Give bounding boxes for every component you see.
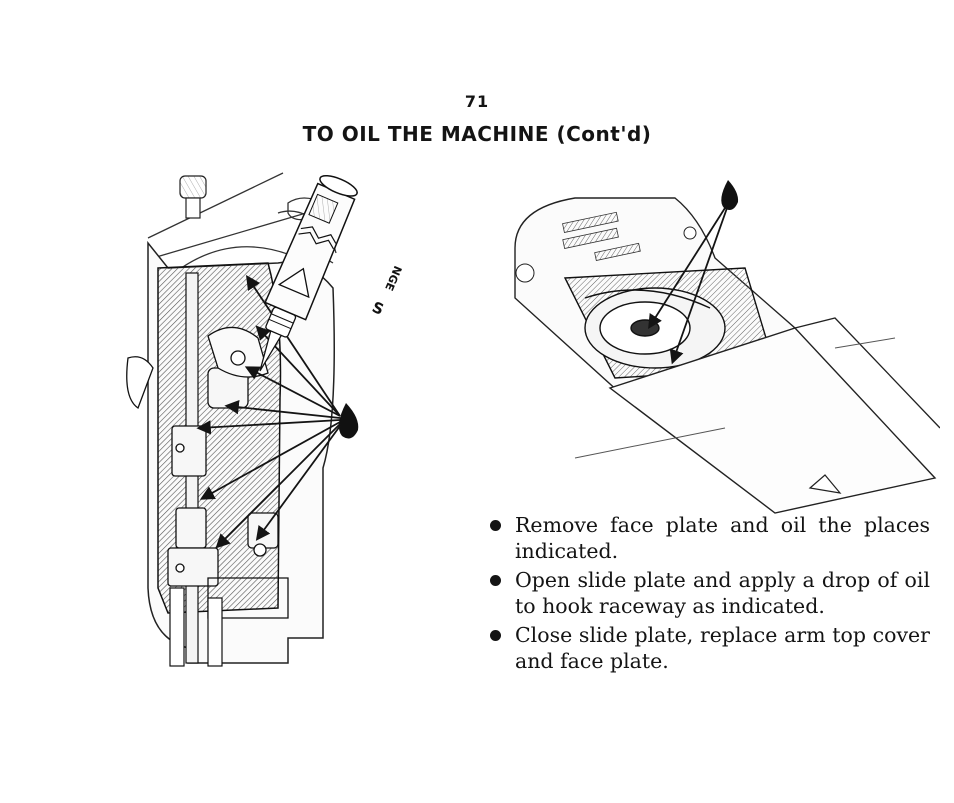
instruction-item: Close slide plate, replace arm top cover… bbox=[490, 622, 930, 674]
bed-edge bbox=[794, 317, 940, 429]
thumb-screw bbox=[179, 175, 207, 219]
lower-rods bbox=[169, 587, 223, 667]
bullet-icon bbox=[490, 630, 501, 641]
instruction-text: Remove face plate and oil the places ind… bbox=[515, 513, 930, 563]
take-up-lever bbox=[126, 326, 269, 409]
instruction-item: Open slide plate and apply a drop of oil… bbox=[490, 567, 930, 619]
oil-can-icon bbox=[259, 175, 358, 372]
slide-plate-notch bbox=[808, 474, 842, 494]
bed-edge bbox=[834, 337, 896, 349]
feed-dog-slots bbox=[562, 211, 641, 261]
oil-can-brand: NGE bbox=[382, 264, 404, 293]
oil-drop-icon bbox=[338, 403, 359, 439]
slide-plate bbox=[608, 327, 937, 514]
plate-screw bbox=[515, 263, 535, 283]
page-title: TO OIL THE MACHINE (Cont'd) bbox=[302, 122, 652, 146]
instruction-item: Remove face plate and oil the places ind… bbox=[490, 512, 930, 564]
instruction-text: Open slide plate and apply a drop of oil… bbox=[515, 568, 930, 618]
plate-screw bbox=[683, 226, 697, 240]
page-number: 71 bbox=[464, 92, 490, 111]
slide-plate-hook-illustration bbox=[514, 180, 940, 514]
bed-edge bbox=[574, 427, 726, 459]
oil-point-arrows bbox=[648, 207, 728, 365]
bullet-icon bbox=[490, 575, 501, 586]
oil-can-label: S bbox=[369, 298, 386, 319]
instruction-text: Close slide plate, replace arm top cover… bbox=[515, 623, 930, 673]
oiling-instructions: Remove face plate and oil the places ind… bbox=[490, 512, 930, 677]
oil-drop-icon bbox=[721, 180, 739, 210]
sewing-machine-head-illustration: NGE S bbox=[126, 172, 404, 667]
bullet-icon bbox=[490, 520, 501, 531]
